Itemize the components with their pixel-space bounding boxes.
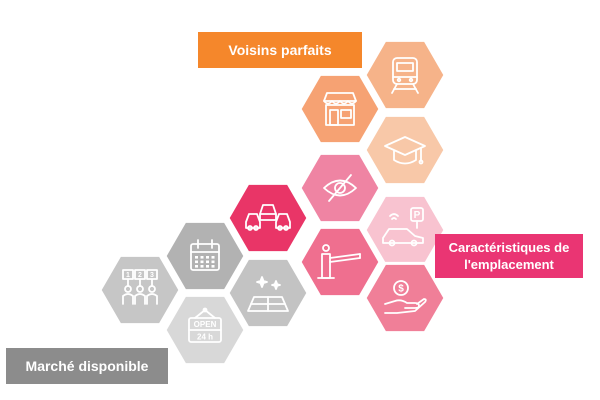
eye-off-icon [323, 174, 357, 202]
open-sign-line1: OPEN [194, 320, 217, 329]
open-24h-hex: OPEN 24 h [163, 293, 247, 367]
shop-icon [323, 92, 357, 126]
train-hex-shape [363, 38, 447, 112]
traffic-cars-icon [245, 204, 291, 231]
open-sign-line2: 24 h [197, 333, 213, 342]
traffic-hex [226, 181, 310, 255]
graduation-cap-hex [363, 113, 447, 187]
floor-space-hex [226, 256, 310, 330]
crowd-sign-number: 1 [126, 272, 130, 279]
parking-barrier-icon [317, 244, 361, 279]
parking-sign-letter: P [414, 210, 421, 221]
perfect-neighbors-label: Voisins parfaits [198, 32, 362, 68]
crowd-sign-number: 2 [138, 272, 142, 279]
money-hand-hex-shape [363, 261, 447, 335]
barrier-hex [298, 225, 382, 299]
crowd-sign-number: 3 [150, 272, 154, 279]
parking-car-icon: P [382, 207, 424, 247]
calendar-hex [163, 219, 247, 293]
train-icon [391, 57, 419, 94]
visibility-hex [298, 151, 382, 225]
floor-space-icon [247, 276, 289, 312]
coin-symbol: $ [398, 284, 404, 295]
shop-hex-shape [298, 72, 382, 146]
calendar-icon [190, 239, 220, 271]
available-market-label: Marché disponible [6, 348, 168, 384]
crowd-hex: 1 2 3 [98, 253, 182, 327]
open-24h-icon: OPEN 24 h [188, 307, 222, 343]
money-hand-icon: $ [384, 280, 427, 314]
money-hand-hex: $ [363, 261, 447, 335]
shop-hex [298, 72, 382, 146]
train-hex [363, 38, 447, 112]
traffic-hex-shape [226, 181, 310, 255]
graduation-cap-icon [384, 136, 426, 165]
location-features-label: Caractéristiques de l'emplacement [435, 234, 583, 278]
graduation-cap-hex-shape [363, 113, 447, 187]
floor-space-hex-shape [226, 256, 310, 330]
crowd-hex-shape [98, 253, 182, 327]
barrier-hex-shape [298, 225, 382, 299]
crowd-icon: 1 2 3 [122, 269, 158, 305]
calendar-hex-shape [163, 219, 247, 293]
